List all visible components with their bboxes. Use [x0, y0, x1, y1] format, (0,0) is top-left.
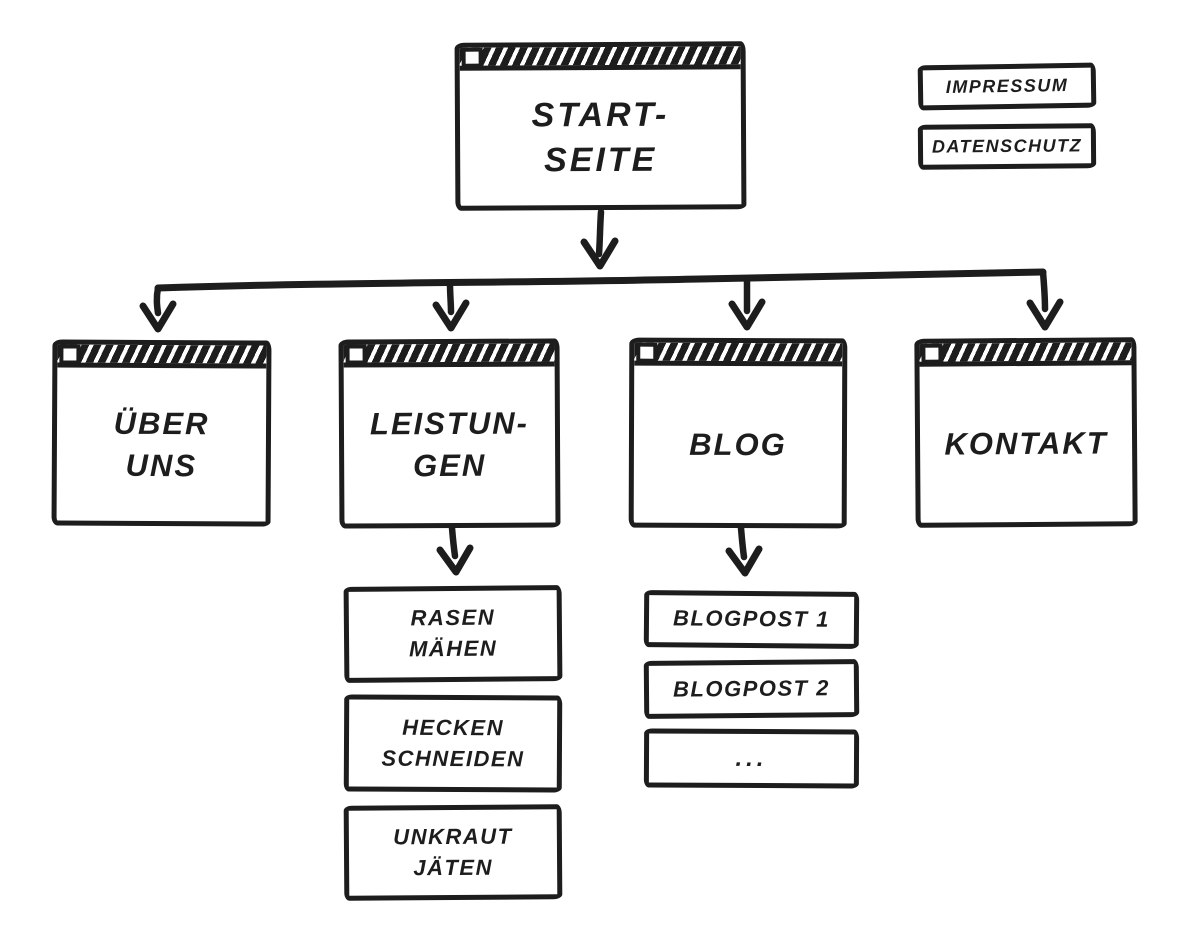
node-label-line: SCHNEIDEN [381, 745, 525, 771]
node-label-line: LEISTUN- [369, 405, 530, 442]
arrow-ueberuns-shaft [153, 284, 162, 317]
node-label-group: LEISTUN- GEN [344, 366, 556, 523]
arrow-leistungen-head [432, 299, 470, 332]
node-unkraut-jaeten: UNKRAUT JÄTEN [343, 804, 563, 901]
node-blogpost-1: BLOGPOST 1 [643, 590, 860, 649]
node-leistungen: LEISTUN- GEN [338, 338, 561, 529]
node-blogpost-2: BLOGPOST 2 [643, 659, 860, 719]
window-titlebar [634, 342, 843, 367]
window-control-icon [925, 347, 939, 360]
arrow-services-shaft [448, 524, 459, 560]
node-datenschutz: DATENSCHUTZ [917, 123, 1097, 170]
arrow-services-head [436, 544, 474, 576]
node-hecken-schneiden: HECKEN SCHNEIDEN [343, 694, 563, 793]
node-label-line: RASEN [410, 604, 496, 631]
branch-line [154, 268, 1047, 292]
node-label-group: RASEN MÄHEN [409, 603, 498, 665]
node-label-line: ÜBER [113, 405, 210, 441]
node-kontakt: KONTAKT [914, 337, 1138, 528]
window-control-icon [63, 348, 77, 361]
node-label-line: UNS [125, 447, 198, 483]
arrow-kontakt-shaft [1039, 268, 1049, 313]
node-label-line: MÄHEN [408, 635, 498, 662]
arrow-leistungen-shaft [446, 280, 455, 316]
node-blog: BLOG [628, 337, 848, 529]
node-rasen-maehen: RASEN MÄHEN [343, 585, 563, 683]
node-label: IMPRESSUM [945, 74, 1069, 97]
node-label: BLOGPOST 2 [672, 674, 830, 702]
window-titlebar [459, 46, 741, 71]
arrow-blogposts-shaft [737, 524, 748, 561]
node-label-line: SEITE [543, 140, 658, 179]
node-label-group: ÜBER UNS [57, 367, 267, 521]
node-blogpost-more: ... [643, 728, 860, 789]
node-label-group: BLOG [634, 366, 843, 524]
arrow-blog-head [728, 298, 766, 331]
node-label-group: HECKEN SCHNEIDEN [381, 712, 524, 774]
node-startseite: START- SEITE [454, 41, 747, 211]
node-label: ... [735, 744, 768, 772]
window-control-icon [349, 348, 363, 361]
node-label-line: HECKEN [402, 714, 505, 740]
arrow-blogposts-head [725, 545, 763, 577]
node-impressum: IMPRESSUM [917, 62, 1097, 111]
window-titlebar [919, 342, 1132, 367]
window-control-icon [640, 346, 654, 359]
arrow-kontakt-head [1026, 298, 1064, 331]
node-label-line: BLOG [689, 426, 787, 462]
node-ueber-uns: ÜBER UNS [51, 339, 272, 527]
arrow-root-head [580, 237, 619, 270]
node-label-group: UNKRAUT JÄTEN [393, 821, 513, 883]
window-control-icon [465, 51, 479, 64]
node-label-group: START- SEITE [460, 69, 742, 205]
node-label: DATENSCHUTZ [931, 135, 1083, 157]
node-label: BLOGPOST 1 [672, 605, 831, 632]
node-label-line: KONTAKT [944, 425, 1108, 462]
window-titlebar [57, 344, 267, 369]
node-label-line: JÄTEN [413, 854, 493, 880]
node-label-line: UNKRAUT [393, 823, 513, 850]
node-label-line: START- [531, 95, 670, 134]
window-titlebar [343, 343, 555, 368]
node-label-line: GEN [412, 447, 487, 484]
arrow-root-shaft [595, 208, 605, 258]
arrow-ueberuns-head [139, 300, 177, 333]
node-label-group: KONTAKT [920, 365, 1133, 522]
